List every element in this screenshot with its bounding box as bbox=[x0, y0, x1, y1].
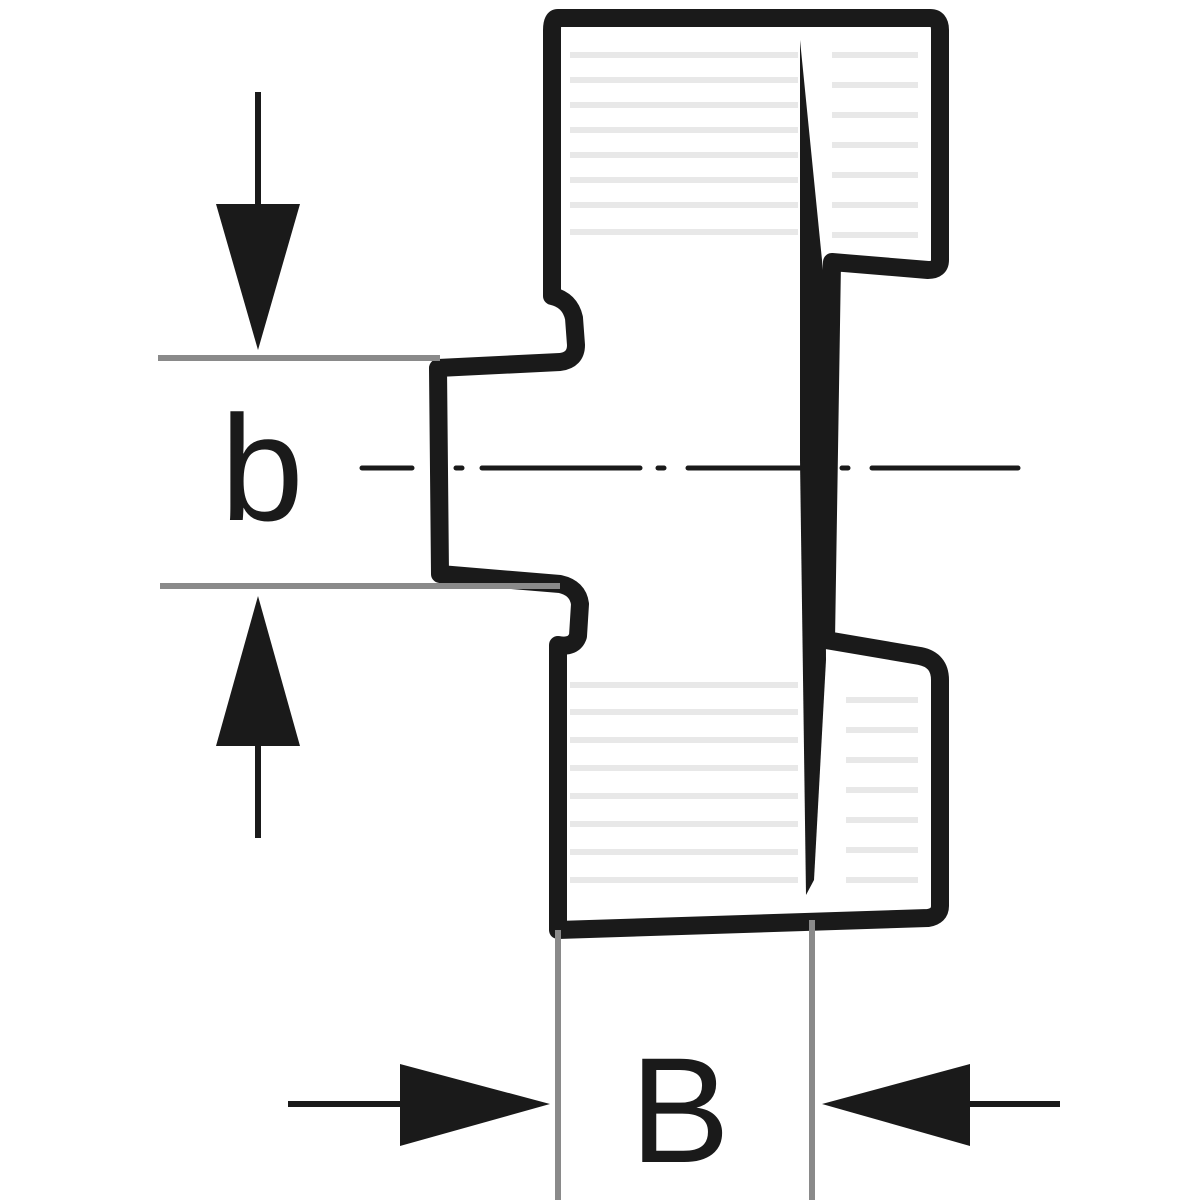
B-arrow-right bbox=[822, 1064, 1060, 1146]
b-arrow-bottom bbox=[216, 596, 300, 838]
hatch-bottom-right bbox=[846, 697, 918, 883]
hatch-bottom-left bbox=[570, 682, 798, 883]
hatch-top-right bbox=[832, 52, 918, 238]
B-arrow-left bbox=[288, 1064, 550, 1146]
dimension-B-label: B bbox=[630, 1026, 730, 1194]
center-shaft bbox=[800, 40, 826, 895]
part-outline bbox=[429, 9, 949, 939]
hatch-top-left bbox=[568, 40, 798, 260]
dimension-b-label: b bbox=[220, 384, 303, 552]
b-arrow-top bbox=[216, 92, 300, 350]
